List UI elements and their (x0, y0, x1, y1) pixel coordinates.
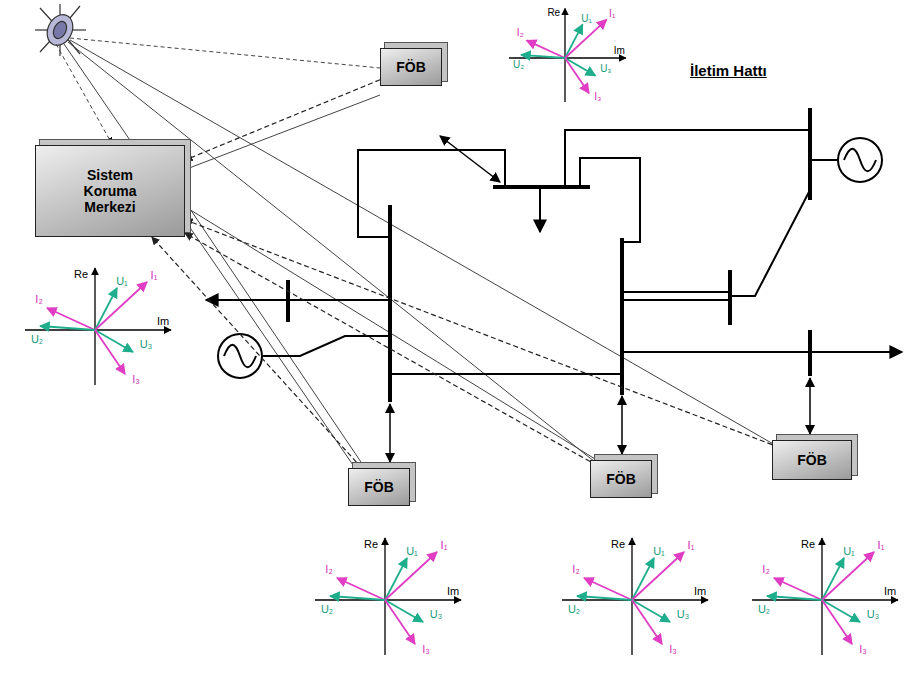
axis-label: Re (364, 539, 378, 550)
phasor-label: I₁ (688, 540, 695, 551)
phasor-label: U₁ (581, 14, 592, 24)
axis-label: Im (447, 586, 459, 597)
phasor-label: I₂ (325, 564, 332, 575)
box-text: Sistem Koruma Merkezi (60, 167, 160, 215)
phasor-label: I₁ (878, 540, 885, 551)
axis-label: Re (547, 8, 560, 18)
phasor-label: I₃ (422, 644, 430, 655)
phasor-label: U₃ (600, 64, 611, 74)
phasor-label: I₂ (35, 294, 42, 305)
transmission-line (206, 108, 902, 402)
phasor-label: U₂ (758, 604, 770, 615)
phasor-label: I₂ (517, 28, 524, 38)
phasor-label: U₃ (140, 339, 152, 350)
satellite-link (56, 38, 775, 468)
data-link (185, 220, 772, 445)
data-link (185, 233, 590, 461)
data-link (152, 237, 362, 468)
phasor-label: I₃ (594, 92, 601, 102)
measurement-link (390, 136, 810, 462)
box-text: FÖB (396, 59, 426, 75)
axis-label: Re (74, 269, 88, 280)
phasor-label: I₁ (151, 270, 158, 281)
pmu-box: FÖB (590, 460, 652, 498)
axis-label: Im (884, 586, 896, 597)
phasor-label: U₁ (653, 546, 665, 557)
pmu-box: FÖB (380, 48, 442, 86)
line-title: İletim Hattı (690, 62, 767, 79)
data-link (185, 80, 380, 160)
satellite (35, 4, 86, 56)
phasor-label: U₁ (843, 546, 855, 557)
box-text: FÖB (606, 471, 636, 487)
axis-label: Im (157, 316, 169, 327)
box-text: FÖB (797, 452, 827, 468)
box-text: FÖB (364, 479, 394, 495)
phasor-label: U₂ (31, 334, 43, 345)
phasor-label: U₂ (513, 60, 524, 70)
phasor-label: U₂ (568, 604, 580, 615)
axis-label: Im (694, 586, 706, 597)
axis-label: Re (611, 539, 625, 550)
phasor-label: I₁ (441, 540, 448, 551)
protection-center-box: Sistem Koruma Merkezi (35, 145, 185, 237)
phasor-label: I₃ (132, 374, 140, 385)
phasor-label: I₂ (572, 564, 579, 575)
pmu-box: FÖB (772, 440, 852, 480)
phasor-label: U₁ (116, 276, 128, 287)
phasor-label: I₂ (762, 564, 769, 575)
phasor-label: U₁ (406, 546, 418, 557)
phasor-label: I₃ (669, 644, 677, 655)
pmu-box: FÖB (348, 468, 410, 506)
axis-label: Re (801, 539, 815, 550)
phasor-label: U₃ (867, 609, 879, 620)
axis-label: Im (614, 46, 625, 56)
phasor-label: U₂ (321, 604, 333, 615)
phasor-label: U₃ (677, 609, 689, 620)
phasor-label: I₃ (859, 644, 867, 655)
phasor-label: I₁ (609, 9, 615, 19)
phasor-label: U₃ (430, 609, 442, 620)
